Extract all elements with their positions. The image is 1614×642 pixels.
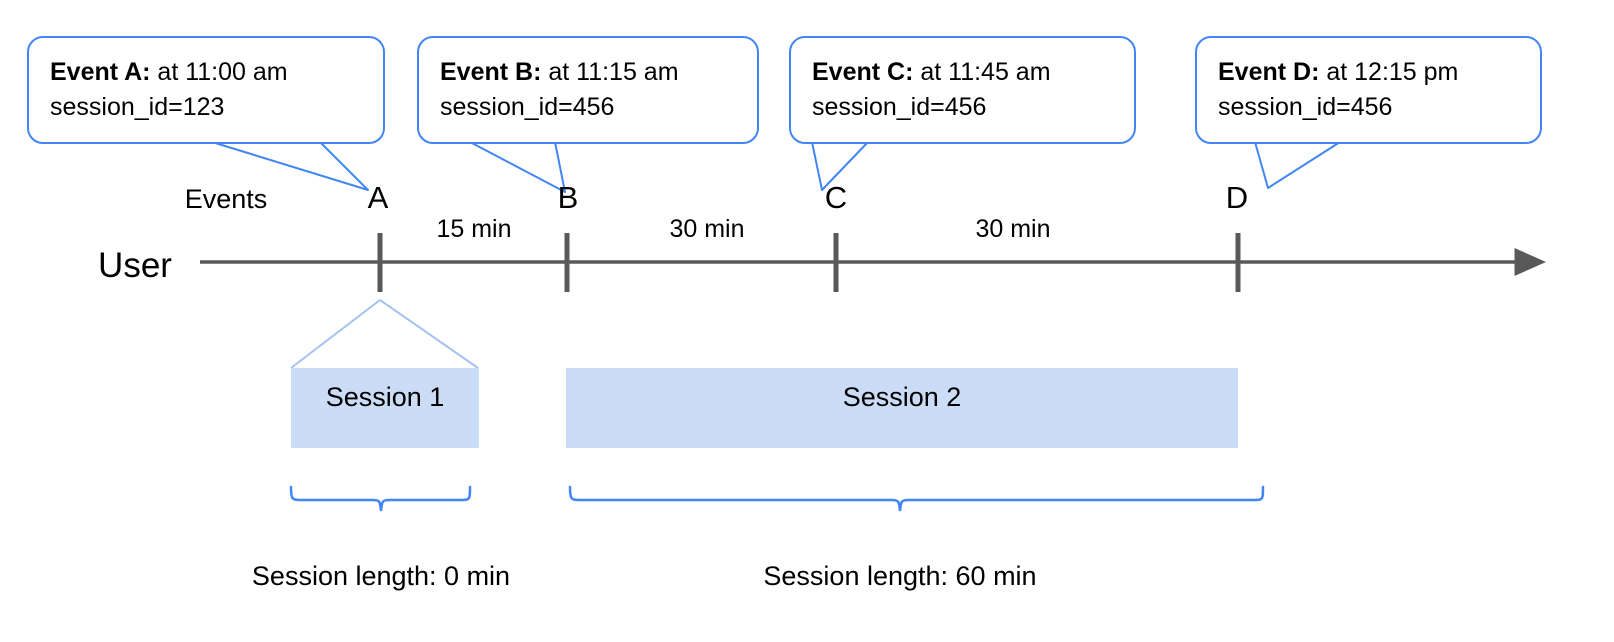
callout-b-line2: session_id=456 — [440, 93, 614, 121]
callout-event-b[interactable]: Event B: at 11:15 am session_id=456 — [417, 36, 759, 193]
session-2-length-label: Session length: 60 min — [763, 561, 1036, 591]
session-1-label: Session 1 — [326, 382, 445, 412]
session-2-brace — [568, 485, 1265, 512]
marker-letter-a: A — [368, 180, 389, 215]
interval-label-bc: 30 min — [669, 215, 744, 243]
interval-label-ab: 15 min — [436, 215, 511, 243]
session-1-connector-right — [379, 299, 479, 369]
callout-c-line2: session_id=456 — [812, 93, 986, 121]
session-2-rect — [566, 368, 1238, 448]
session-1-length-label: Session length: 0 min — [252, 561, 510, 591]
callout-c-line1: Event C: at 11:45 am — [812, 58, 1051, 86]
session-1-connector-left — [290, 299, 381, 369]
callout-d-tail — [1254, 141, 1341, 189]
callout-d-line1: Event D: at 12:15 pm — [1218, 58, 1458, 86]
callout-d-box — [1195, 36, 1542, 144]
callout-event-c[interactable]: Event C: at 11:45 am session_id=456 — [789, 36, 1136, 191]
callout-b-tail — [469, 141, 566, 193]
callout-b-box — [417, 36, 759, 144]
callout-a-box — [27, 36, 385, 144]
marker-letter-c: C — [825, 180, 847, 215]
callout-c-tail — [811, 141, 869, 191]
callout-a-tail — [211, 141, 369, 191]
callout-event-a[interactable]: Event A: at 11:00 am session_id=123 — [27, 36, 385, 191]
callout-a-line1: Event A: at 11:00 am — [50, 58, 288, 86]
interval-label-cd: 30 min — [975, 215, 1050, 243]
callout-c-box — [789, 36, 1136, 144]
session-1-brace — [289, 485, 472, 512]
row-label-user: User — [98, 246, 172, 285]
session-1-rect — [291, 368, 479, 448]
session-2-label: Session 2 — [843, 382, 962, 412]
marker-letter-b: B — [558, 180, 579, 215]
callout-event-d[interactable]: Event D: at 12:15 pm session_id=456 — [1195, 36, 1542, 189]
session-bar-2[interactable]: Session 2 — [566, 368, 1238, 448]
callout-b-line1: Event B: at 11:15 am — [440, 58, 679, 86]
row-label-events: Events — [185, 184, 268, 214]
callout-d-line2: session_id=456 — [1218, 93, 1392, 121]
session-bar-1[interactable]: Session 1 — [291, 368, 479, 448]
callout-a-line2: session_id=123 — [50, 93, 224, 121]
marker-letter-d: D — [1226, 180, 1248, 215]
